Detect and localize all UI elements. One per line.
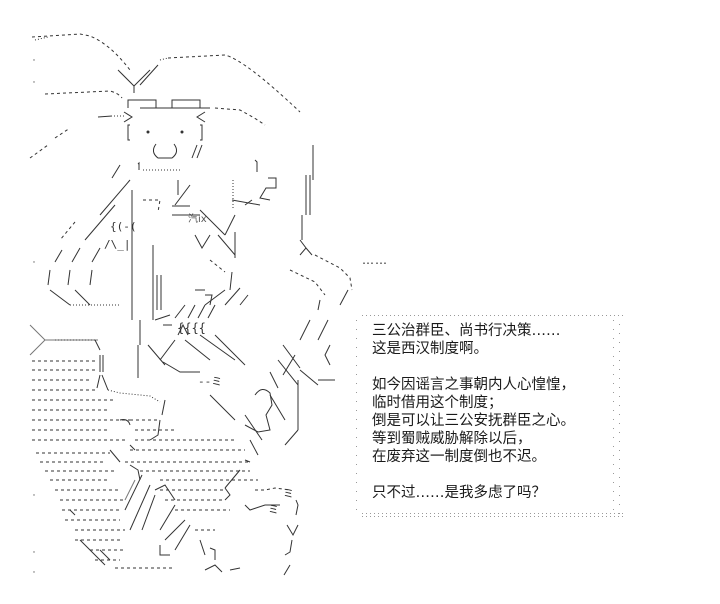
dialogue-border-left [356, 320, 357, 510]
dialogue-border-top [362, 315, 624, 316]
dialogue-line [372, 466, 622, 484]
dialogue-border-bottom [362, 513, 624, 514]
dialogue-border-right [613, 320, 614, 510]
dialogue-line: 等到蜀贼威胁解除以后， [372, 431, 532, 447]
dialogue-line: 如今因谣言之事朝内人心惶惶， [372, 377, 575, 393]
svg-text:ミ: ミ [283, 487, 294, 500]
svg-text:ミ: ミ [268, 503, 279, 516]
side-ellipsis: …… [362, 253, 388, 267]
svg-text:{{{{: {{{{ [177, 321, 206, 335]
dialogue-line [372, 358, 622, 376]
svg-text:/\_|: /\_| [104, 238, 131, 251]
dialogue-box: 三公治群臣、尚书行决策…… 这是西汉制度啊。 如今因谣言之事朝内人心惶惶， 临时… [372, 322, 622, 502]
dialogue-line: 倒是可以让三公安抚群臣之心。 [372, 413, 575, 429]
dialogue-line: 三公治群臣、尚书行决策…… [372, 323, 561, 339]
svg-text:{(-(: {(-( [110, 220, 137, 233]
dialogue-line: 在废弃这一制度倒也不迟。 [372, 449, 546, 465]
dialogue-line: 只不过……是我多虑了吗？ [372, 485, 546, 501]
dialogue-line: 这是西汉制度啊。 [372, 341, 488, 357]
dialogue-line: 临时借用这个制度； [372, 395, 503, 411]
dialogue-border-bottom-2 [362, 516, 624, 517]
dialogue-border-right-2 [619, 324, 620, 514]
svg-text:--ミ: --ミ [198, 375, 222, 388]
